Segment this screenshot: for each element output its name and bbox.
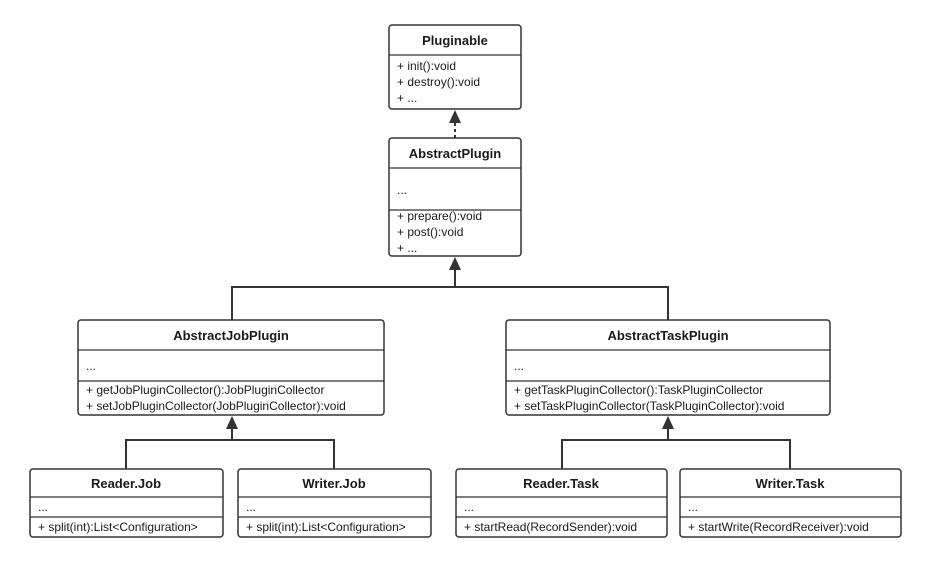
method: + post():void [397, 225, 463, 239]
class-box [237, 468, 432, 538]
class-writer-task[interactable]: Writer.Task ... + startWrite(RecordRecei… [679, 468, 902, 538]
class-box [455, 468, 668, 538]
generalization-line-jobs [125, 439, 335, 469]
class-abstract-task-plugin[interactable]: AbstractTaskPlugin ... + getTaskPluginCo… [505, 319, 831, 416]
method: + setTaskPluginCollector(TaskPluginColle… [514, 399, 784, 413]
method: + getTaskPluginCollector():TaskPluginCol… [514, 383, 763, 397]
method: + init():void [397, 59, 456, 73]
class-reader-task[interactable]: Reader.Task ... + startRead(RecordSender… [455, 468, 668, 538]
realization-arrow [449, 110, 461, 123]
method: + getJobPluginCollector():JobPluginColle… [86, 383, 324, 397]
method: + setJobPluginCollector(JobPluginCollect… [86, 399, 346, 413]
method: + ... [397, 91, 417, 105]
method: + startRead(RecordSender):void [464, 520, 637, 534]
attribute: ... [688, 500, 698, 514]
method: + startWrite(RecordReceiver):void [688, 520, 869, 534]
generalization-line-tasks [561, 439, 791, 469]
method: + prepare():void [397, 209, 482, 223]
attribute: ... [38, 500, 48, 514]
class-name: Reader.Task [523, 476, 599, 491]
class-name: AbstractTaskPlugin [607, 328, 728, 343]
attribute: ... [464, 500, 474, 514]
class-name: AbstractPlugin [409, 146, 502, 161]
generalization-arrow-abstract-plugin [449, 257, 461, 270]
class-box [505, 319, 831, 416]
attribute: ... [246, 500, 256, 514]
class-box [29, 468, 224, 538]
class-box [388, 24, 522, 110]
attribute: ... [86, 359, 96, 373]
class-name: Pluginable [422, 33, 488, 48]
connectors [125, 110, 791, 469]
generalization-arrow-job-plugin [226, 416, 238, 429]
class-abstract-job-plugin[interactable]: AbstractJobPlugin ... + getJobPluginColl… [77, 319, 385, 416]
method: + split(int):List<Configuration> [246, 520, 406, 534]
class-name: Writer.Task [756, 476, 826, 491]
method: + ... [397, 241, 417, 255]
class-reader-job[interactable]: Reader.Job ... + split(int):List<Configu… [29, 468, 224, 538]
attribute: ... [514, 359, 524, 373]
class-name: AbstractJobPlugin [173, 328, 289, 343]
class-writer-job[interactable]: Writer.Job ... + split(int):List<Configu… [237, 468, 432, 538]
class-box [77, 319, 385, 416]
method: + split(int):List<Configuration> [38, 520, 198, 534]
class-name: Reader.Job [91, 476, 161, 491]
class-box [679, 468, 902, 538]
generalization-line-plugins [231, 286, 669, 320]
method: + destroy():void [397, 75, 480, 89]
class-abstract-plugin[interactable]: AbstractPlugin ... + prepare():void + po… [388, 137, 522, 257]
class-name: Writer.Job [302, 476, 365, 491]
class-pluginable[interactable]: Pluginable + init():void + destroy():voi… [388, 24, 522, 110]
generalization-arrow-task-plugin [662, 416, 674, 429]
attribute: ... [397, 183, 407, 197]
